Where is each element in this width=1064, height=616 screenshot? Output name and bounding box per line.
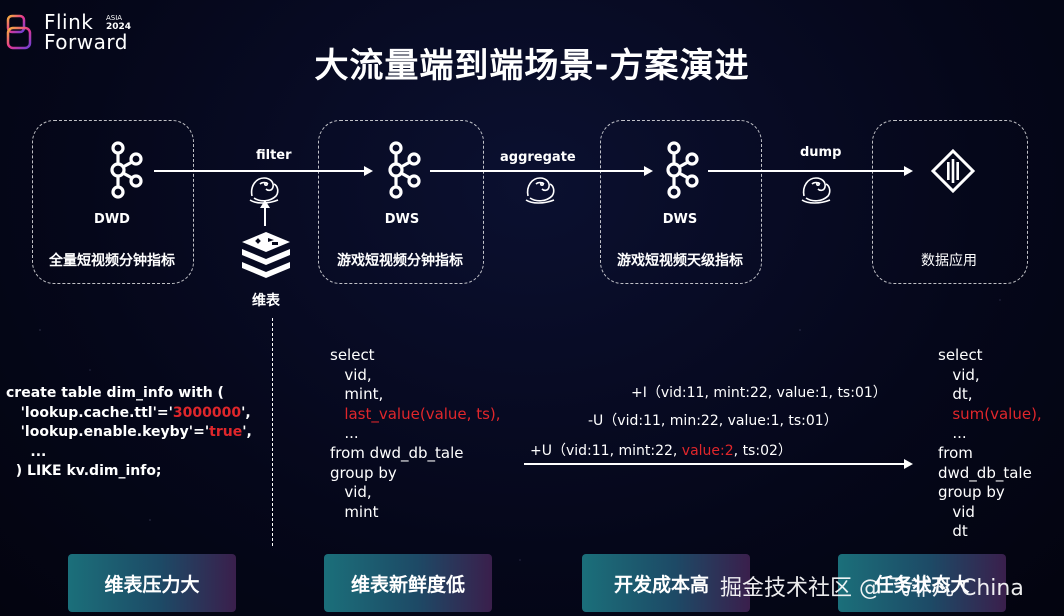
node-label-dws-day: 游戏短视频天级指标 xyxy=(617,253,743,269)
code-line: ) LIKE kv.dim_info; xyxy=(15,463,162,479)
code-line: mint, xyxy=(344,385,384,404)
arrow-aggregate-head xyxy=(644,165,653,176)
changelog-plus-i: +I（vid:11, mint:22, value:1, ts:01） xyxy=(631,385,887,401)
code-day-agg: select vid, dt, sum(value), ... from dwd… xyxy=(938,346,1042,542)
divider-dashed-line xyxy=(272,318,273,546)
edge-label-filter: filter xyxy=(256,148,292,163)
node-box-dws-day xyxy=(600,120,762,284)
code-line: group by xyxy=(330,463,397,482)
code-line: create table dim_info with ( xyxy=(6,385,224,401)
code-line: ... xyxy=(344,424,359,443)
arrow-dump-line xyxy=(708,170,906,172)
logo-text: Flink Forward xyxy=(44,12,128,52)
node-name-dws-minute: DWS xyxy=(384,212,420,227)
code-highlight: 3000000 xyxy=(172,404,242,421)
dim-table-label: 维表 xyxy=(252,293,280,309)
code-line: vid, xyxy=(344,365,372,384)
flink-squirrel-icon xyxy=(801,177,831,204)
code-line: vid xyxy=(952,502,975,521)
edge-label-aggregate: aggregate xyxy=(500,150,576,165)
problem-button-dim-freshness: 维表新鲜度低 xyxy=(324,554,492,612)
code-dim-table: create table dim_info with ( 'lookup.cac… xyxy=(6,384,252,482)
flink-forward-logo-icon xyxy=(6,14,32,50)
code-line: from xyxy=(938,443,973,462)
problem-button-task-state: 任务状态大 xyxy=(838,554,1006,612)
edge-label-dump: dump xyxy=(800,145,842,160)
page-title: 大流量端到端场景-方案演进 xyxy=(314,46,750,86)
code-line: ', xyxy=(241,404,251,421)
arrow-filter-line xyxy=(154,170,366,172)
code-line: 'lookup.cache.ttl'=' xyxy=(20,404,173,421)
node-name-dwd: DWD xyxy=(94,212,130,227)
dim-arrow-head xyxy=(260,200,270,208)
node-label-dwd: 全量短视频分钟指标 xyxy=(49,253,175,269)
code-line: select xyxy=(938,346,983,364)
changelog-highlight: value:2 xyxy=(681,443,734,459)
changelog-text: , ts:02） xyxy=(733,443,792,459)
arrow-aggregate-line xyxy=(430,170,646,172)
logo-region: ASIA xyxy=(106,14,123,22)
code-line: ... xyxy=(952,424,967,443)
logo-line-2: Forward xyxy=(44,30,128,54)
kafka-icon xyxy=(388,141,421,199)
arrow-filter-head xyxy=(364,165,373,176)
problem-button-dev-cost: 开发成本高 xyxy=(582,554,750,612)
redis-icon xyxy=(242,232,290,278)
flink-squirrel-icon xyxy=(525,177,555,204)
changelog-minus-u: -U（vid:11, min:22, value:1, ts:01） xyxy=(588,413,838,429)
logo-line-1: Flink xyxy=(44,10,94,34)
code-line: ... xyxy=(30,443,47,460)
code-line: group by xyxy=(938,483,1005,502)
code-line: ', xyxy=(242,424,252,440)
changelog-plus-u: +U（vid:11, mint:22, value:2, ts:02） xyxy=(530,442,792,462)
arrow-dump-head xyxy=(904,165,913,176)
node-box-dwd xyxy=(32,120,194,284)
code-line: 'lookup.enable.keyby'=' xyxy=(20,424,210,440)
kafka-icon xyxy=(666,141,699,199)
dim-arrow-line xyxy=(264,204,266,226)
code-line: dt, xyxy=(952,385,973,404)
changelog-arrow-line xyxy=(524,463,906,465)
code-line: from dwd_db_tale xyxy=(330,443,464,462)
problem-button-dim-pressure: 维表压力大 xyxy=(68,554,236,612)
changelog-text: +U（vid:11, mint:22, xyxy=(530,443,682,459)
code-highlight: last_value(value, ts), xyxy=(344,404,501,423)
node-name-dws-day: DWS xyxy=(662,212,698,227)
code-highlight: true xyxy=(209,424,243,440)
kafka-icon xyxy=(110,141,143,199)
code-highlight: sum(value), xyxy=(952,404,1042,423)
logo-year: 2024 xyxy=(106,22,132,32)
watermark: 掘金技术社区 @ 飞非凡 China xyxy=(720,576,1024,601)
code-line: dt xyxy=(952,522,968,541)
code-line: select xyxy=(330,346,375,364)
changelog-arrow-head xyxy=(904,458,913,469)
code-line: vid, xyxy=(952,365,980,384)
code-line: dwd_db_tale xyxy=(938,463,1032,482)
node-box-data-app xyxy=(872,120,1028,284)
code-line: vid, xyxy=(344,483,372,502)
code-line: mint xyxy=(344,502,379,521)
data-app-icon xyxy=(930,148,976,194)
code-minute-agg: select vid, mint, last_value(value, ts),… xyxy=(330,346,501,522)
node-label-data-app: 数据应用 xyxy=(921,253,977,269)
node-label-dws-minute: 游戏短视频分钟指标 xyxy=(337,253,463,269)
node-box-dws-minute xyxy=(318,120,484,284)
